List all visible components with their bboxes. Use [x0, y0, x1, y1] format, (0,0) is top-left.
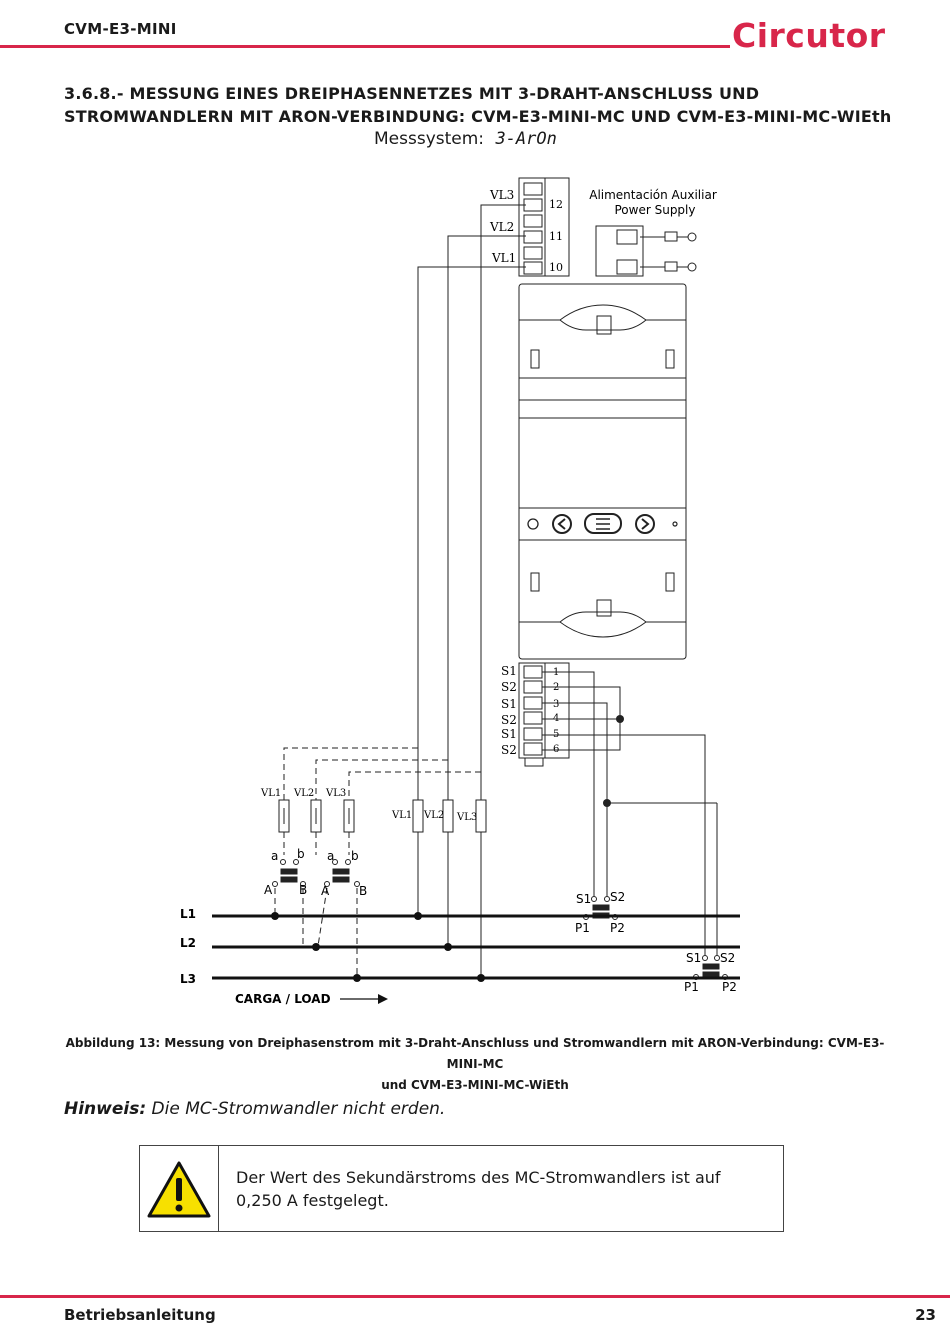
warning-box: Der Wert des Sekundärstroms des MC-Strom… — [139, 1145, 784, 1232]
wireless-icon — [672, 521, 678, 527]
ct1-s2-label: S2 — [610, 890, 625, 904]
vt1-A-label: A — [264, 883, 273, 897]
brand-logo: Circutor — [732, 16, 886, 55]
vt-dashed-wiring — [274, 747, 481, 978]
device-buttons — [527, 513, 678, 534]
terminal-3: 3 — [553, 699, 559, 710]
warning-icon-cell — [140, 1146, 219, 1231]
vt1-a-label: a — [271, 849, 278, 863]
s2-label-6: S2 — [501, 743, 517, 757]
note-label: Hinweis: — [64, 1099, 147, 1119]
s1-label-1: S1 — [501, 664, 517, 678]
vt2-B-label: B — [359, 884, 367, 898]
ct2-p1-label: P1 — [684, 980, 699, 994]
warning-text: Der Wert des Sekundärstroms des MC-Strom… — [236, 1168, 721, 1210]
vt-fuse-vl2-label: VL2 — [293, 788, 314, 799]
line-l1-label: L1 — [180, 907, 196, 921]
voltage-wires — [412, 204, 526, 978]
chevron-left-icon — [552, 514, 572, 534]
header-title: CVM-E3-MINI — [64, 20, 177, 38]
caption-line-1: Abbildung 13: Messung von Dreiphasenstro… — [65, 1036, 885, 1071]
vt2-A-label: A — [321, 884, 330, 898]
terminal-12: 12 — [549, 198, 563, 211]
measure-system: Messsystem: 3-ArOn — [374, 129, 557, 149]
aux-supply-label: Alimentación Auxiliar — [589, 188, 717, 202]
power-icon — [527, 518, 539, 530]
terminal-10: 10 — [549, 261, 563, 274]
junction-dot — [603, 799, 611, 807]
voltage-terminal-block — [518, 177, 570, 277]
figure-caption: Abbildung 13: Messung von Dreiphasenstro… — [60, 1033, 890, 1096]
vl3-label: VL3 — [489, 188, 514, 202]
ct1-p2-label: P2 — [610, 921, 625, 935]
page-number: 23 — [915, 1306, 936, 1324]
caption-line-2: und CVM-E3-MINI-MC-WiEth — [381, 1078, 569, 1092]
header-rule — [0, 45, 730, 48]
measure-system-label: Messsystem: — [374, 129, 485, 149]
vt1-B-label: B — [299, 883, 307, 897]
line-junctions — [271, 912, 485, 982]
voltage-transformers — [272, 859, 360, 887]
ct2-s1-label: S1 — [686, 951, 701, 965]
vt2-b-label: b — [351, 849, 359, 863]
line-l3-label: L3 — [180, 972, 196, 986]
ct2-p2-label: P2 — [722, 980, 737, 994]
current-terminal-block — [518, 662, 570, 767]
s2-label-4: S2 — [501, 713, 517, 727]
measure-system-code: 3-ArOn — [495, 129, 557, 149]
note-text: Die MC-Stromwandler nicht erden. — [151, 1099, 446, 1119]
current-wires — [542, 671, 718, 955]
meter-device — [518, 283, 687, 660]
fuse-vl3-label: VL3 — [456, 812, 477, 823]
vl1-label: VL1 — [491, 251, 516, 265]
aux-supply-terminal — [595, 225, 697, 277]
line-l2-label: L2 — [180, 936, 196, 950]
warning-icon — [147, 1161, 211, 1218]
s2-label-2: S2 — [501, 680, 517, 694]
current-transformers — [583, 896, 728, 980]
junction-dot — [616, 715, 624, 723]
vt-fuse-vl3-label: VL3 — [325, 788, 346, 799]
section-heading: 3.6.8.- MESSUNG EINES DREIPHASENNETZES M… — [64, 84, 892, 126]
vl2-label: VL2 — [489, 220, 514, 234]
load-label: CARGA / LOAD — [235, 992, 331, 1006]
menu-icon — [584, 513, 622, 534]
vt-fuse-vl1-label: VL1 — [260, 788, 281, 799]
chevron-right-icon — [635, 514, 655, 534]
ct1-s1-label: S1 — [576, 892, 591, 906]
wiring-diagram: VL3 VL2 VL1 12 11 10 Alimentación Auxili… — [180, 177, 740, 1006]
s1-label-3: S1 — [501, 697, 517, 711]
vt2-a-label: a — [327, 849, 334, 863]
ct1-p1-label: P1 — [575, 921, 590, 935]
note: Hinweis: Die MC-Stromwandler nicht erden… — [64, 1099, 445, 1119]
fuse-vl1-label: VL1 — [391, 810, 412, 821]
load-arrow-icon — [340, 994, 388, 1004]
terminal-11: 11 — [549, 230, 563, 243]
fuse-vl2-label: VL2 — [423, 810, 444, 821]
vt-fuses — [278, 799, 355, 833]
power-supply-label: Power Supply — [615, 203, 696, 217]
power-lines — [212, 914, 740, 980]
footer-rule — [0, 1295, 950, 1298]
vt1-b-label: b — [297, 847, 305, 861]
footer-manual-title: Betriebsanleitung — [64, 1306, 216, 1324]
s1-label-5: S1 — [501, 727, 517, 741]
ct2-s2-label: S2 — [720, 951, 735, 965]
